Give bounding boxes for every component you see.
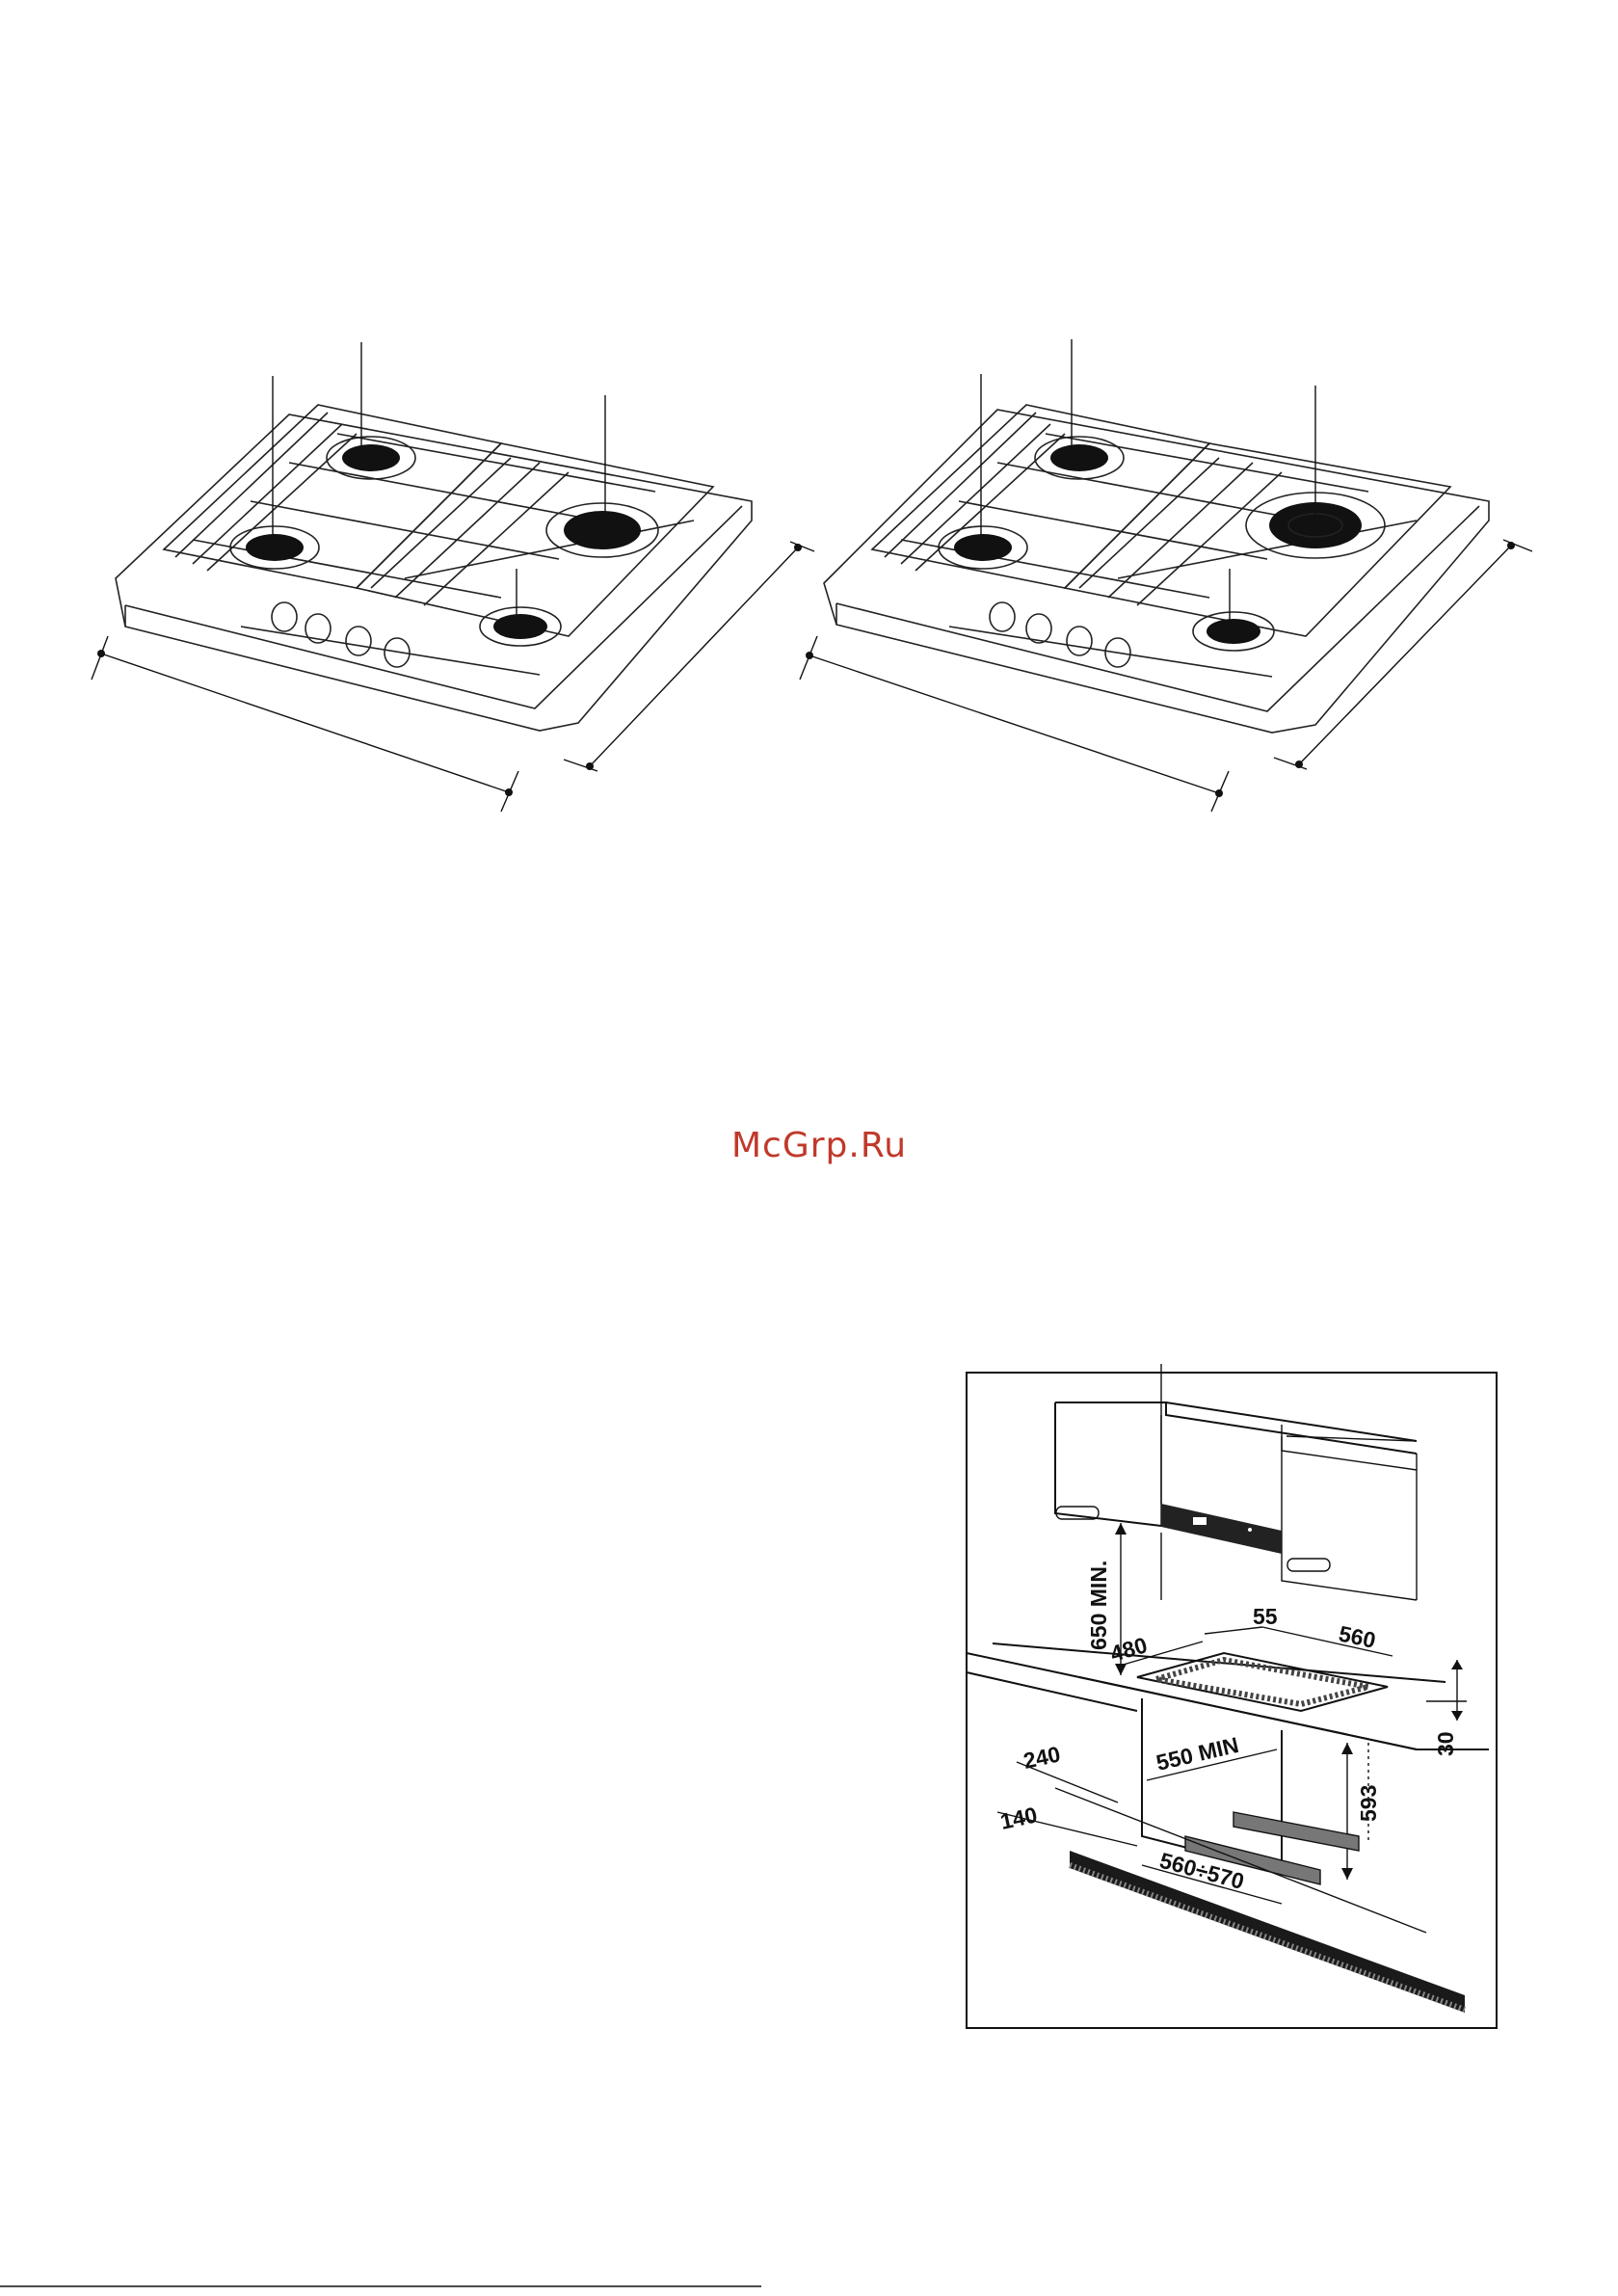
- dim-30: 30: [1433, 1731, 1458, 1756]
- hob-illustration-left: [92, 342, 814, 812]
- dim-240: 240: [1021, 1741, 1063, 1773]
- dim-560: 560: [1337, 1620, 1378, 1652]
- hob-illustration-right: [800, 339, 1532, 812]
- installation-diagram: 650 MIN. 480 55 560 30 550 MIN 593 240 1: [967, 1364, 1497, 2028]
- watermark-text: McGrp.Ru: [675, 1126, 964, 1165]
- dim-140: 140: [998, 1802, 1040, 1833]
- dim-480: 480: [1107, 1632, 1150, 1667]
- dim-650-min: 650 MIN.: [1086, 1561, 1111, 1650]
- dim-593: 593: [1356, 1785, 1381, 1822]
- dim-55: 55: [1253, 1604, 1278, 1629]
